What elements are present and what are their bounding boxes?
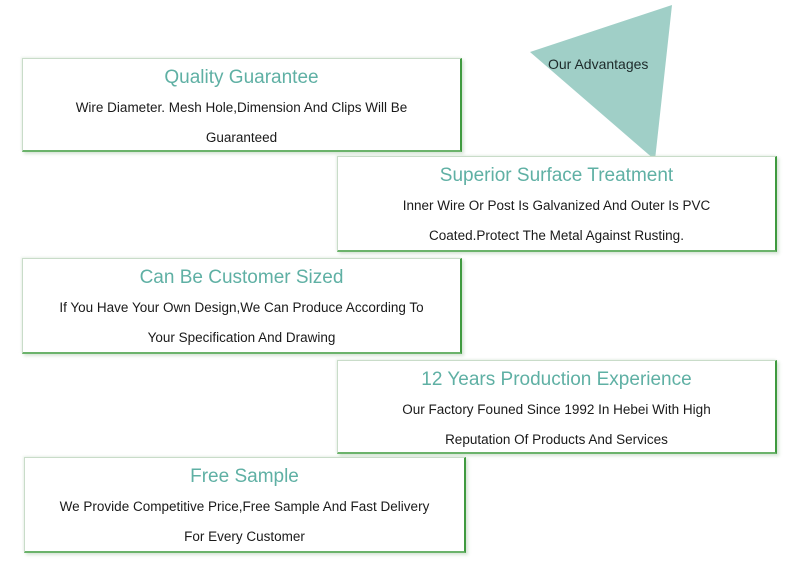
card-description-line: If You Have Your Own Design,We Can Produ… <box>59 300 424 315</box>
card-description-line: Wire Diameter. Mesh Hole,Dimension And C… <box>75 100 408 115</box>
card-description: Our Factory Founed Since 1992 In Hebei W… <box>338 395 775 455</box>
card-description: If You Have Your Own Design,We Can Produ… <box>23 293 460 353</box>
card-description: Inner Wire Or Post Is Galvanized And Out… <box>338 191 775 251</box>
card-description-line: Guaranteed <box>205 130 278 145</box>
card-production-experience: 12 Years Production Experience Our Facto… <box>337 360 777 454</box>
card-description-line: Coated.Protect The Metal Against Rusting… <box>429 228 684 243</box>
card-title: Quality Guarantee <box>164 67 319 88</box>
card-customer-sized: Can Be Customer Sized If You Have Your O… <box>22 258 462 354</box>
card-description-line: Our Factory Founed Since 1992 In Hebei W… <box>402 402 711 417</box>
card-free-sample: Free Sample We Provide Competitive Price… <box>24 457 466 553</box>
card-title: Superior Surface Treatment <box>439 165 674 186</box>
card-title: Can Be Customer Sized <box>139 267 344 288</box>
card-description-line: Inner Wire Or Post Is Galvanized And Out… <box>402 198 711 213</box>
card-description: We Provide Competitive Price,Free Sample… <box>25 492 464 552</box>
card-description: Wire Diameter. Mesh Hole,Dimension And C… <box>23 93 460 153</box>
card-description-line: Your Specification And Drawing <box>147 330 336 345</box>
card-superior-surface-treatment: Superior Surface Treatment Inner Wire Or… <box>337 156 777 252</box>
card-description-line: For Every Customer <box>184 529 305 544</box>
card-title: 12 Years Production Experience <box>421 369 692 390</box>
our-advantages-label: Our Advantages <box>548 56 649 72</box>
card-description-line: Reputation Of Products And Services <box>445 432 668 447</box>
card-title: Free Sample <box>190 466 299 487</box>
card-quality-guarantee: Quality Guarantee Wire Diameter. Mesh Ho… <box>22 58 462 152</box>
card-description-line: We Provide Competitive Price,Free Sample… <box>59 499 430 514</box>
